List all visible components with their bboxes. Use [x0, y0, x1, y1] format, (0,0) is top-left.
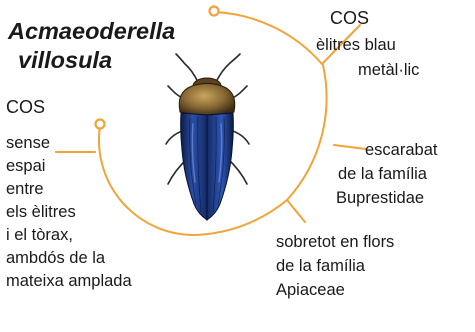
family-line-3: Buprestidae [336, 189, 424, 207]
elytra-line-1: èlitres blau [316, 36, 396, 54]
elytra-leader [321, 24, 361, 65]
thorax-arc [97, 125, 195, 236]
callout-arc-bottom [193, 199, 288, 236]
thorax-line-2: espai [6, 157, 45, 175]
callout-node-top [208, 5, 220, 17]
thorax-heading: COS [6, 97, 45, 117]
thorax-line-1: sense [6, 134, 50, 152]
beetle-illustration [165, 53, 250, 221]
species-title-line2: villosula [18, 47, 112, 73]
flowers-line-1: sobretot en flors [276, 233, 394, 251]
thorax-line-4: els èlitres [6, 203, 76, 221]
flowers-line-3: Apiaceae [276, 281, 345, 299]
flowers-leader [286, 199, 306, 223]
callout-lines [55, 11, 367, 236]
elytra-line-2: metàl·lic [358, 61, 419, 79]
callout-arc-lower [286, 64, 328, 201]
family-line-1: escarabat [365, 141, 438, 159]
callout-node-left [94, 118, 106, 130]
species-title-line1: Acmaeoderella [7, 18, 175, 44]
thorax-line-3: entre [6, 180, 44, 198]
elytra-heading: COS [330, 8, 369, 28]
family-line-2: de la família [338, 165, 428, 183]
thorax-line-7: mateixa amplada [6, 272, 132, 290]
thorax-line-5: i el tòrax, [6, 226, 73, 244]
family-leader [333, 144, 367, 150]
flowers-line-2: de la família [276, 257, 366, 275]
thorax-line-6: ambdós de la [6, 249, 106, 267]
callout-arc [213, 11, 323, 65]
